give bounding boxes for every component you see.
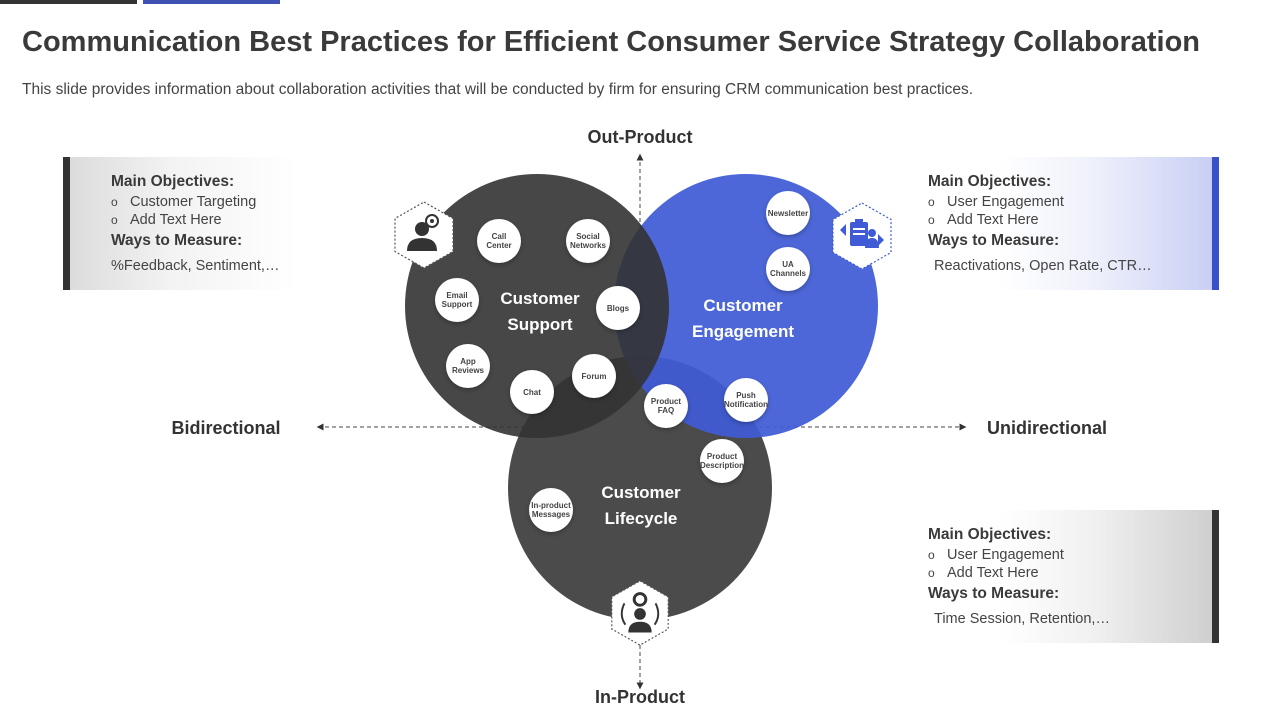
support-agent-icon [394, 201, 454, 269]
panel-objectives-title: Main Objectives: [928, 526, 1052, 543]
bubble-newsletter: Newsletter [766, 191, 810, 235]
list-item: Add Text Here [928, 211, 1168, 229]
panel-measure-text: Time Session, Retention,… [934, 611, 1110, 627]
page-title: Communication Best Practices for Efficie… [22, 26, 1201, 58]
list-item: User Engagement [928, 193, 1168, 211]
axis-label-out-product: Out-Product [587, 127, 693, 147]
panel-measure-text: Reactivations, Open Rate, CTR… [934, 258, 1152, 274]
list-item: Add Text Here [928, 564, 1168, 582]
panel-measure-title: Ways to Measure: [111, 232, 243, 249]
list-item: Customer Targeting [111, 193, 351, 211]
panel-measure-text: %Feedback, Sentiment,… [111, 258, 280, 274]
panel-objectives-list: User Engagement Add Text Here [928, 193, 1168, 229]
lifecycle-user-icon [611, 580, 669, 646]
page-subtitle: This slide provides information about co… [22, 81, 974, 98]
panel-measure-title: Ways to Measure: [928, 585, 1060, 602]
engagement-clipboard-icon [832, 202, 892, 270]
top-accent-bar-dark [0, 0, 137, 4]
list-item: Add Text Here [111, 211, 351, 229]
bubble-blogs: Blogs [596, 286, 640, 330]
list-item: User Engagement [928, 546, 1168, 564]
panel-customer-engagement: Main Objectives: User Engagement Add Tex… [928, 157, 1219, 290]
top-accent-bar-blue [143, 0, 280, 4]
panel-customer-support: Main Objectives: Customer Targeting Add … [63, 157, 297, 290]
panel-measure-title: Ways to Measure: [928, 232, 1060, 249]
bubble-chat: Chat [510, 370, 554, 414]
axis-label-bidirectional: Bidirectional [171, 418, 281, 438]
bubble-forum: Forum [572, 354, 616, 398]
panel-objectives-list: Customer Targeting Add Text Here [111, 193, 351, 229]
panel-customer-lifecycle: Main Objectives: User Engagement Add Tex… [928, 510, 1219, 643]
panel-objectives-list: User Engagement Add Text Here [928, 546, 1168, 582]
axis-label-in-product: In-Product [595, 687, 685, 707]
panel-objectives-title: Main Objectives: [928, 173, 1052, 190]
panel-objectives-title: Main Objectives: [111, 173, 235, 190]
circle-engagement [614, 174, 878, 438]
axis-label-unidirectional: Unidirectional [986, 418, 1108, 438]
